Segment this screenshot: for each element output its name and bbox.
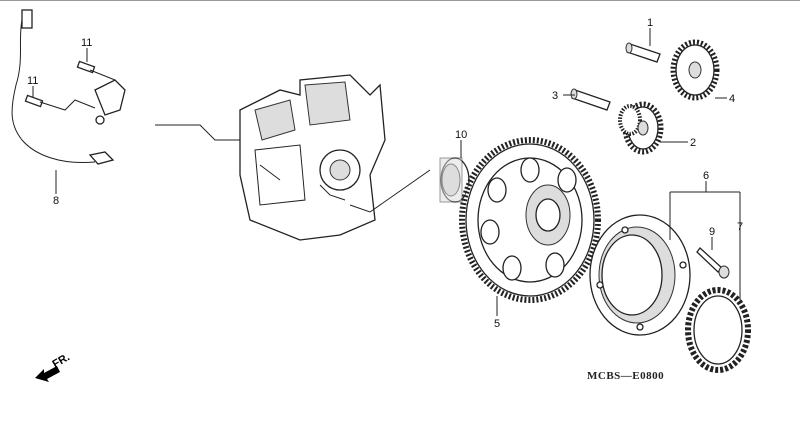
callout-11b[interactable]: 11 bbox=[27, 75, 38, 87]
callout-6[interactable]: 6 bbox=[703, 170, 709, 182]
callout-10[interactable]: 10 bbox=[455, 129, 467, 141]
callout-4[interactable]: 4 bbox=[729, 93, 735, 105]
callout-2[interactable]: 2 bbox=[690, 137, 696, 149]
part-idle-gear[interactable] bbox=[618, 101, 664, 155]
part-needle-bearing[interactable] bbox=[439, 157, 470, 203]
callout-1[interactable]: 1 bbox=[647, 17, 653, 29]
part-bolt[interactable] bbox=[696, 247, 730, 279]
part-one-way-clutch[interactable] bbox=[685, 287, 751, 373]
front-direction-indicator: FR. bbox=[35, 351, 72, 382]
part-pulse-generator-wire[interactable] bbox=[11, 9, 126, 165]
callout-3[interactable]: 3 bbox=[552, 90, 558, 102]
part-shaft-1[interactable] bbox=[625, 42, 661, 63]
callout-5[interactable]: 5 bbox=[494, 318, 500, 330]
part-starter-clutch-outer[interactable] bbox=[589, 214, 691, 336]
callout-11a[interactable]: 11 bbox=[81, 37, 92, 49]
part-reduction-gear[interactable] bbox=[670, 39, 720, 101]
part-shaft-3[interactable] bbox=[570, 88, 611, 111]
part-engine-block bbox=[155, 74, 431, 241]
diagram-code: MCBS—E0800 bbox=[587, 370, 664, 382]
arrow-icon bbox=[35, 366, 60, 382]
callout-8[interactable]: 8 bbox=[53, 195, 59, 207]
callout-9[interactable]: 9 bbox=[709, 226, 715, 238]
front-label: FR. bbox=[51, 351, 72, 370]
callout-7[interactable]: 7 bbox=[737, 221, 743, 233]
part-starter-driven-gear[interactable] bbox=[459, 137, 601, 303]
